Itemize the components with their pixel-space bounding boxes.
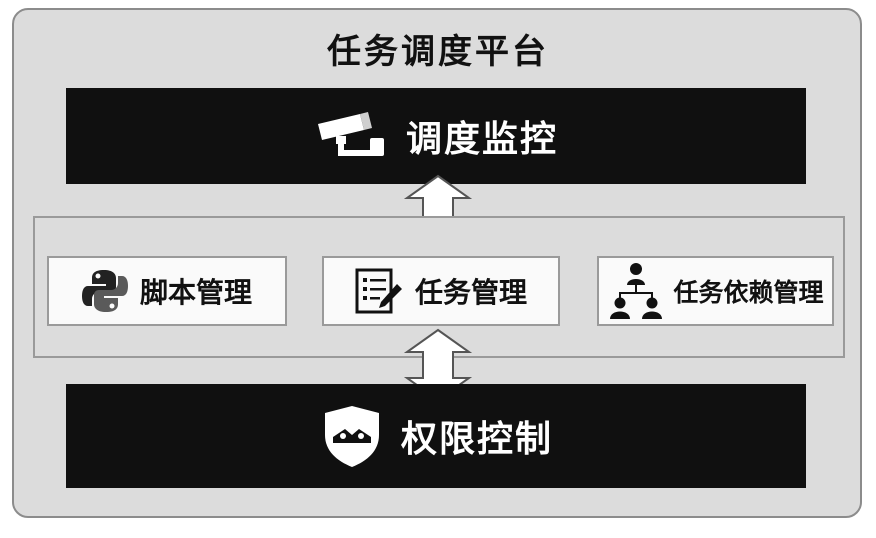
access-control-bar: 权限控制 [66, 384, 806, 488]
task-dependency-box: 任务依赖管理 [597, 256, 834, 326]
monitor-bar: 调度监控 [66, 88, 806, 184]
python-icon [81, 268, 128, 314]
task-dependency-label: 任务依赖管理 [673, 278, 824, 307]
script-management-label: 脚本管理 [139, 276, 252, 309]
monitor-label: 调度监控 [405, 119, 558, 160]
script-management-box: 脚本管理 [47, 256, 287, 326]
task-management-label: 任务管理 [414, 276, 527, 309]
security-camera-icon [314, 112, 390, 160]
platform-title: 任务调度平台 [327, 32, 549, 72]
task-management-box: 任务管理 [322, 256, 560, 326]
org-hierarchy-icon [607, 261, 665, 321]
task-list-edit-icon [355, 268, 403, 314]
shield-icon [319, 403, 385, 469]
access-control-label: 权限控制 [400, 419, 553, 460]
